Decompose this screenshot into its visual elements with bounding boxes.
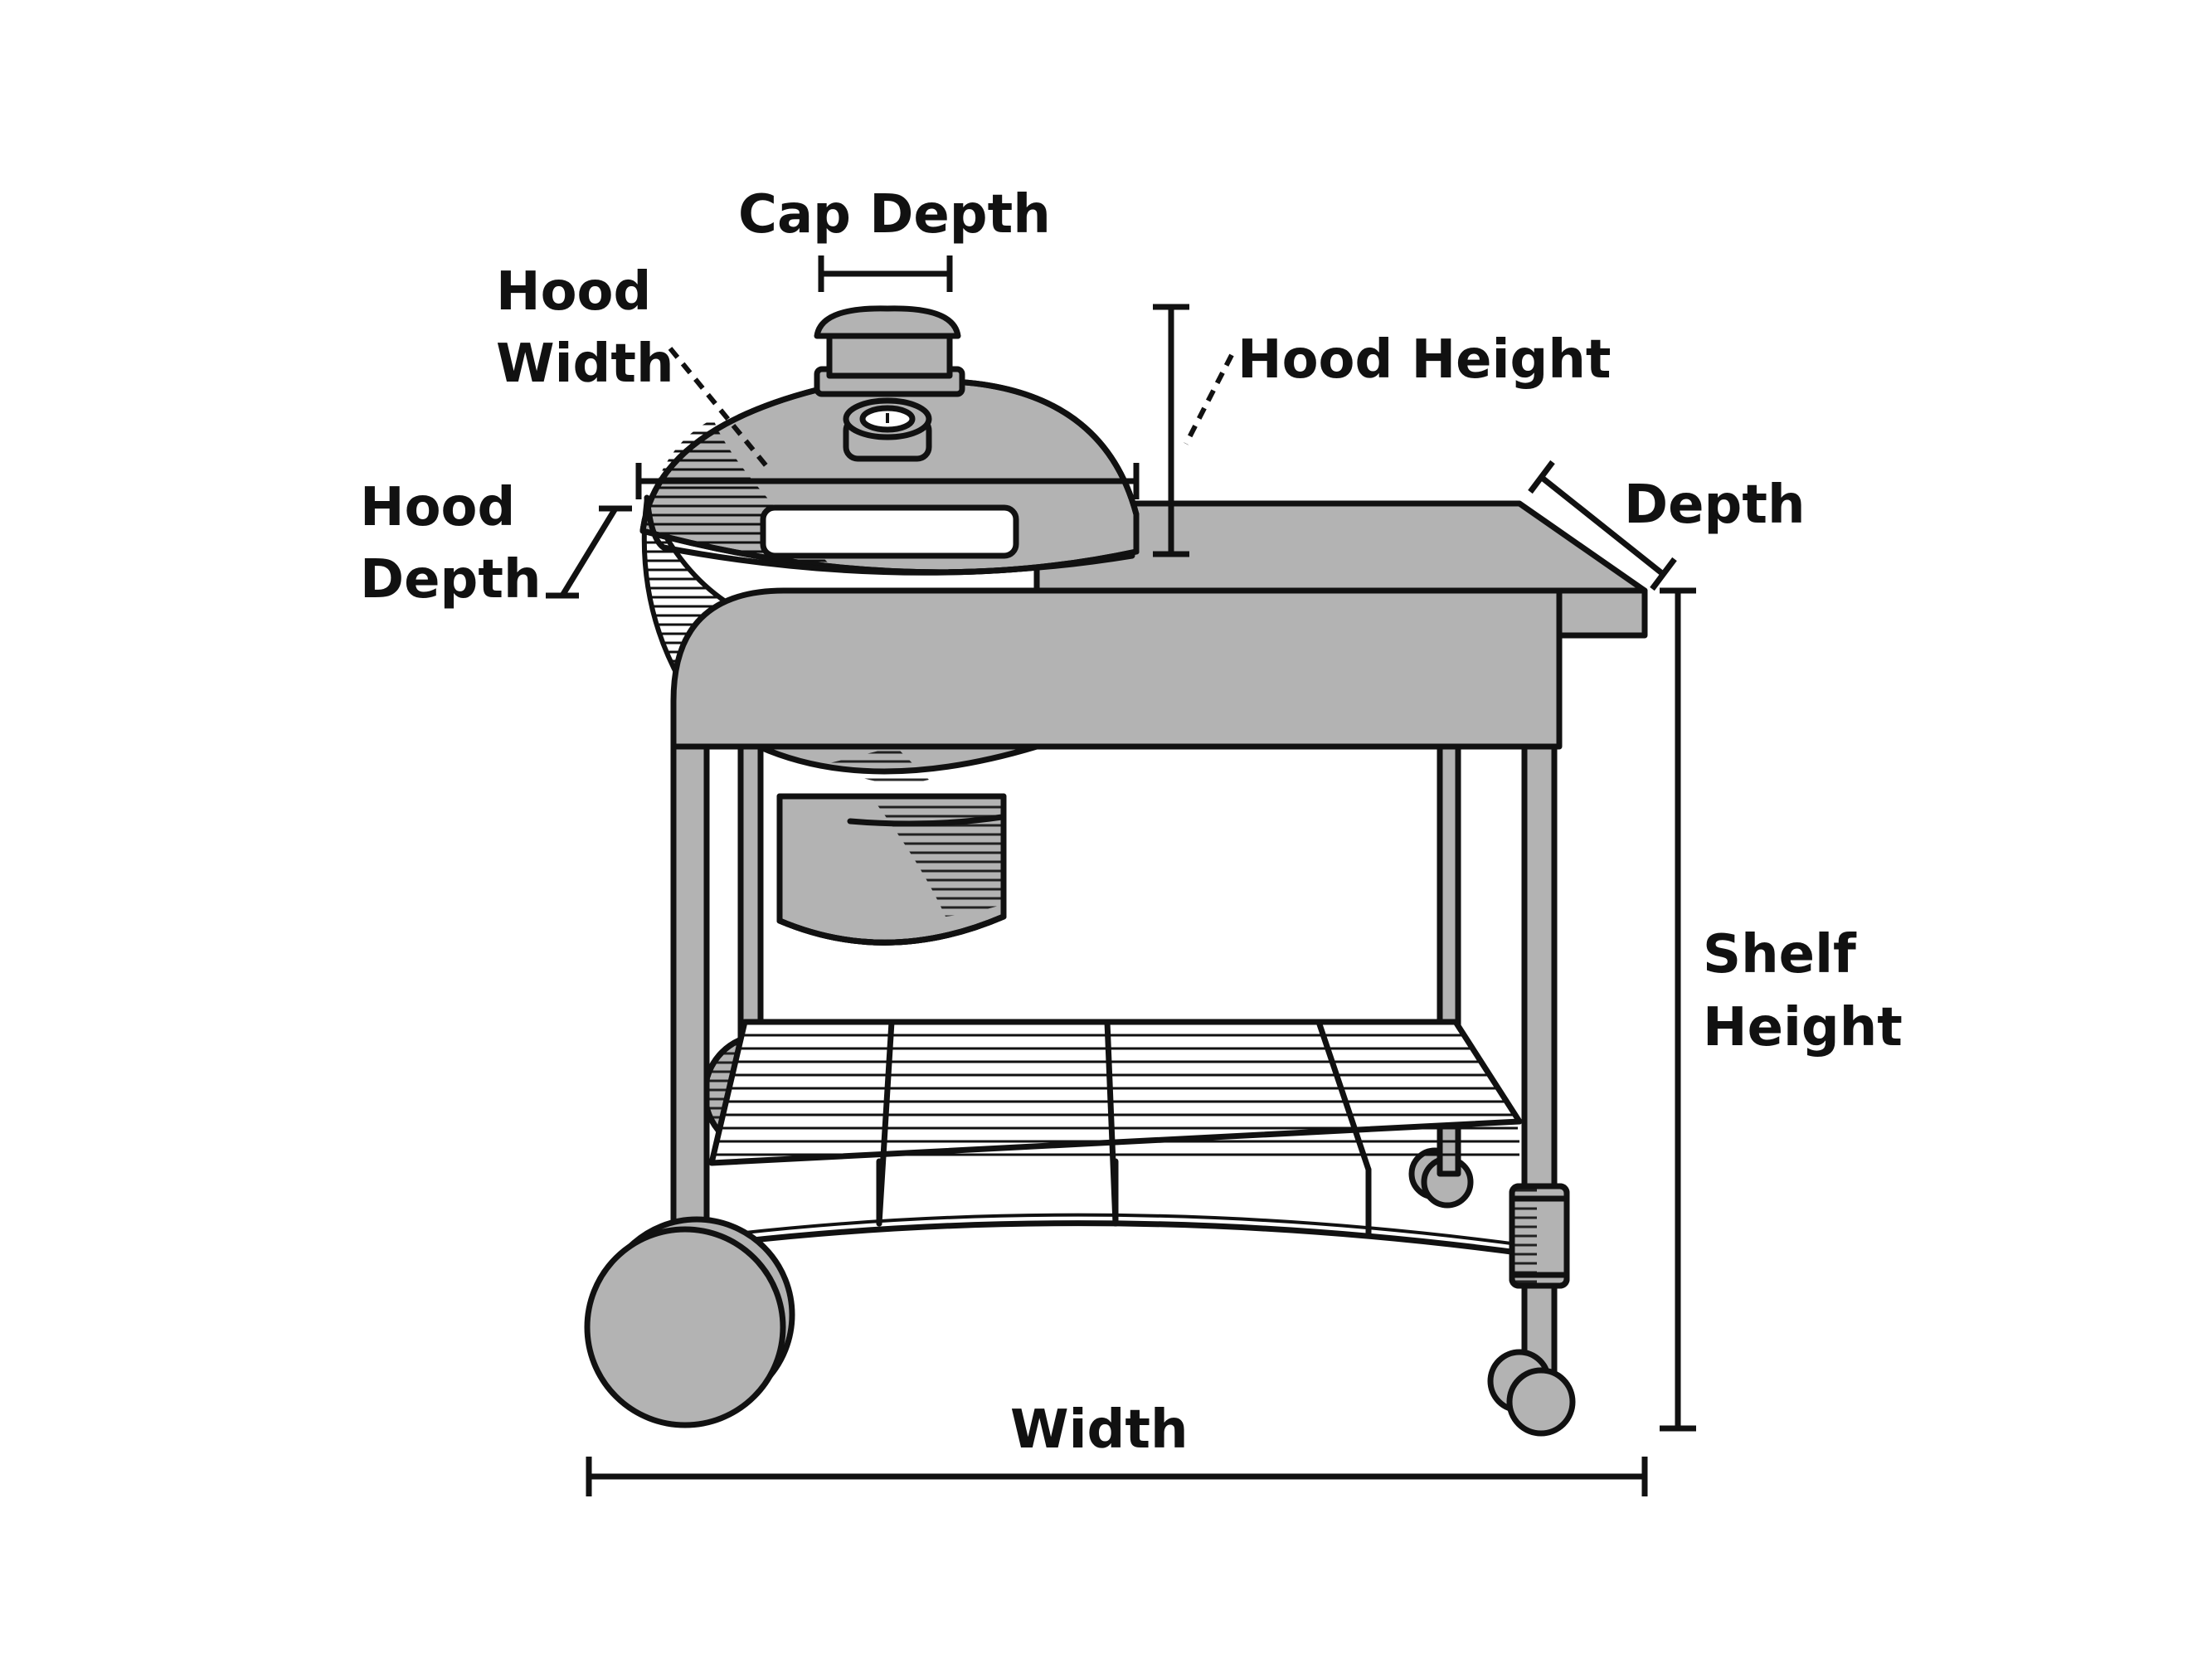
shelf-height-dimension <box>1660 587 1696 1432</box>
hood-height-dimension <box>1153 304 1234 557</box>
side-shelf <box>1033 500 1648 639</box>
thermometer-dial <box>843 397 932 462</box>
front-right-leg <box>1509 743 1570 1380</box>
hood-width-label-line2: Width <box>496 333 674 395</box>
shelf-height-label-line1: Shelf <box>1703 924 1857 985</box>
cap-depth-label: Cap Depth <box>738 184 1051 246</box>
wire-shelf <box>708 1019 1523 1239</box>
grill-illustration <box>584 305 1648 1437</box>
front-left-leg <box>670 727 710 1231</box>
bottom-crossbar <box>727 1220 1534 1258</box>
shelf-height-label-line2: Height <box>1703 997 1903 1058</box>
table-front-panel <box>670 587 1563 750</box>
hood-depth-label-line1: Hood <box>360 477 515 538</box>
hood-handle <box>760 504 1019 559</box>
depth-label: Depth <box>1624 474 1806 536</box>
hood-width-dimension <box>635 347 1140 499</box>
cap-depth-dimension <box>818 255 953 292</box>
hood-height-label: Hood Height <box>1237 329 1611 391</box>
width-label: Width <box>1010 1399 1189 1461</box>
depth-dimension <box>1528 460 1677 591</box>
dimension-labels: Cap Depth Hood Width Hood Height Hood De… <box>360 184 1903 1461</box>
front-right-caster <box>1487 1349 1576 1437</box>
hood-width-label-line1: Hood <box>496 261 651 323</box>
dimension-lines <box>546 255 1696 1496</box>
hood-depth-label-line2: Depth <box>360 549 542 611</box>
width-dimension <box>586 1457 1648 1496</box>
hood-depth-dimension <box>546 505 632 599</box>
top-vent-cap <box>814 305 965 397</box>
front-left-wheel <box>584 1216 795 1428</box>
kettle-bowl <box>756 743 1040 946</box>
